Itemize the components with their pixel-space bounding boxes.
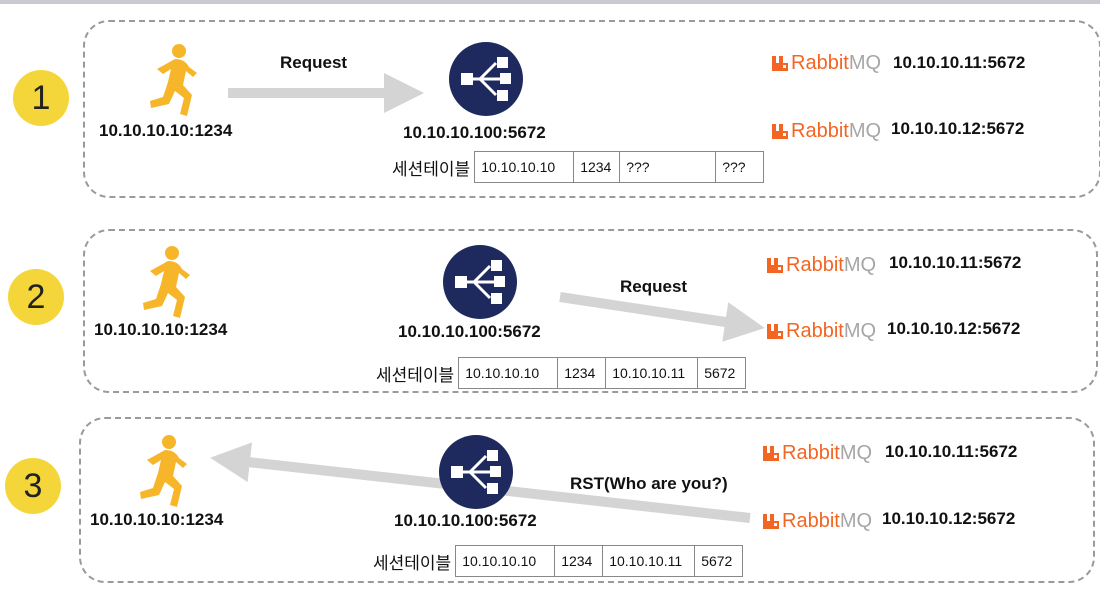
table-cell-src-port: 1234 bbox=[557, 358, 605, 388]
table-cell-dst-ip: ??? bbox=[619, 152, 715, 182]
server-2-address: 10.10.10.12:5672 bbox=[882, 509, 1016, 528]
server-1-address: 10.10.10.11:5672 bbox=[893, 53, 1026, 72]
request-arrow-2 bbox=[559, 292, 765, 342]
load-balancer-icon bbox=[449, 42, 523, 116]
table-cell-src-ip: 10.10.10.10 bbox=[481, 159, 556, 175]
lb-address: 10.10.10.100:5672 bbox=[394, 511, 537, 530]
session-table-caption: 세션테이블 bbox=[376, 365, 455, 385]
table-cell-dst-ip: 10.10.10.11 bbox=[605, 358, 697, 388]
rabbitmq-brand-a: Rabbit bbox=[782, 441, 840, 464]
table-cell-dst-port: 5672 bbox=[694, 546, 742, 576]
server-1-address: 10.10.10.11:5672 bbox=[885, 442, 1018, 461]
rabbitmq-icon bbox=[763, 514, 779, 529]
lb-address: 10.10.10.100:5672 bbox=[403, 123, 546, 142]
rabbitmq-brand-a: Rabbit bbox=[786, 253, 844, 276]
rabbitmq-brand-a: Rabbit bbox=[786, 319, 844, 342]
server-2-address: 10.10.10.12:5672 bbox=[887, 319, 1021, 338]
rabbitmq-brand-b: MQ bbox=[848, 51, 882, 74]
panel-step-3 bbox=[79, 417, 1095, 583]
rabbitmq-brand-b: MQ bbox=[843, 253, 877, 276]
table-cell-dst-port: ??? bbox=[715, 152, 763, 182]
session-table: 세션테이블 10.10.10.10 1234 10.10.10.11 5672 bbox=[376, 357, 747, 389]
table-cell-src-ip: 10.10.10.10 bbox=[462, 553, 537, 569]
session-table-cells: 10.10.10.10 1234 ??? ??? bbox=[474, 151, 765, 183]
panel-step-2 bbox=[83, 229, 1098, 393]
rst-label: RST(Who are you?) bbox=[570, 474, 728, 493]
step-3-circle: 3 bbox=[5, 458, 61, 514]
table-cell-dst-port: 5672 bbox=[697, 358, 745, 388]
rabbitmq-brand-b: MQ bbox=[839, 441, 873, 464]
step-2-circle: 2 bbox=[8, 269, 64, 325]
load-balancer-icon bbox=[443, 245, 517, 319]
session-table-caption: 세션테이블 bbox=[373, 553, 452, 573]
rabbitmq-brand-b: MQ bbox=[839, 509, 873, 532]
rabbitmq-brand-a: Rabbit bbox=[791, 119, 849, 142]
session-table: 세션테이블 10.10.10.10 1234 ??? ??? bbox=[392, 151, 765, 183]
table-cell-src-port: 1234 bbox=[554, 546, 602, 576]
rabbitmq-icon bbox=[772, 124, 788, 139]
session-table-caption: 세션테이블 bbox=[392, 159, 471, 179]
client-address: 10.10.10.10:1234 bbox=[99, 121, 233, 140]
runner-icon bbox=[140, 435, 187, 507]
top-border bbox=[0, 0, 1100, 4]
load-balancer-icon bbox=[439, 435, 513, 509]
runner-icon bbox=[143, 246, 190, 318]
session-table-cells: 10.10.10.10 1234 10.10.10.11 5672 bbox=[455, 545, 744, 577]
rabbitmq-icon bbox=[772, 56, 788, 71]
rabbitmq-icon bbox=[763, 446, 779, 461]
request-label: Request bbox=[280, 53, 348, 72]
server-2-address: 10.10.10.12:5672 bbox=[891, 119, 1025, 138]
rabbitmq-brand-b: MQ bbox=[843, 319, 877, 342]
runner-icon bbox=[150, 44, 197, 116]
rabbitmq-brand-a: Rabbit bbox=[782, 509, 840, 532]
session-table-cells: 10.10.10.10 1234 10.10.10.11 5672 bbox=[458, 357, 747, 389]
request-label: Request bbox=[620, 277, 688, 296]
lb-address: 10.10.10.100:5672 bbox=[398, 322, 541, 341]
rabbitmq-icon bbox=[767, 258, 783, 273]
rabbitmq-brand-b: MQ bbox=[848, 119, 882, 142]
table-cell-dst-ip: 10.10.10.11 bbox=[602, 546, 694, 576]
step-1-circle: 1 bbox=[13, 70, 69, 126]
table-cell-src-ip: 10.10.10.10 bbox=[465, 365, 540, 381]
server-1-address: 10.10.10.11:5672 bbox=[889, 253, 1022, 272]
table-cell-src-port: 1234 bbox=[573, 152, 619, 182]
rabbitmq-brand-a: Rabbit bbox=[791, 51, 849, 74]
client-address: 10.10.10.10:1234 bbox=[90, 510, 224, 529]
session-table: 세션테이블 10.10.10.10 1234 10.10.10.11 5672 bbox=[373, 545, 744, 577]
client-address: 10.10.10.10:1234 bbox=[94, 320, 228, 339]
rabbitmq-icon bbox=[767, 324, 783, 339]
